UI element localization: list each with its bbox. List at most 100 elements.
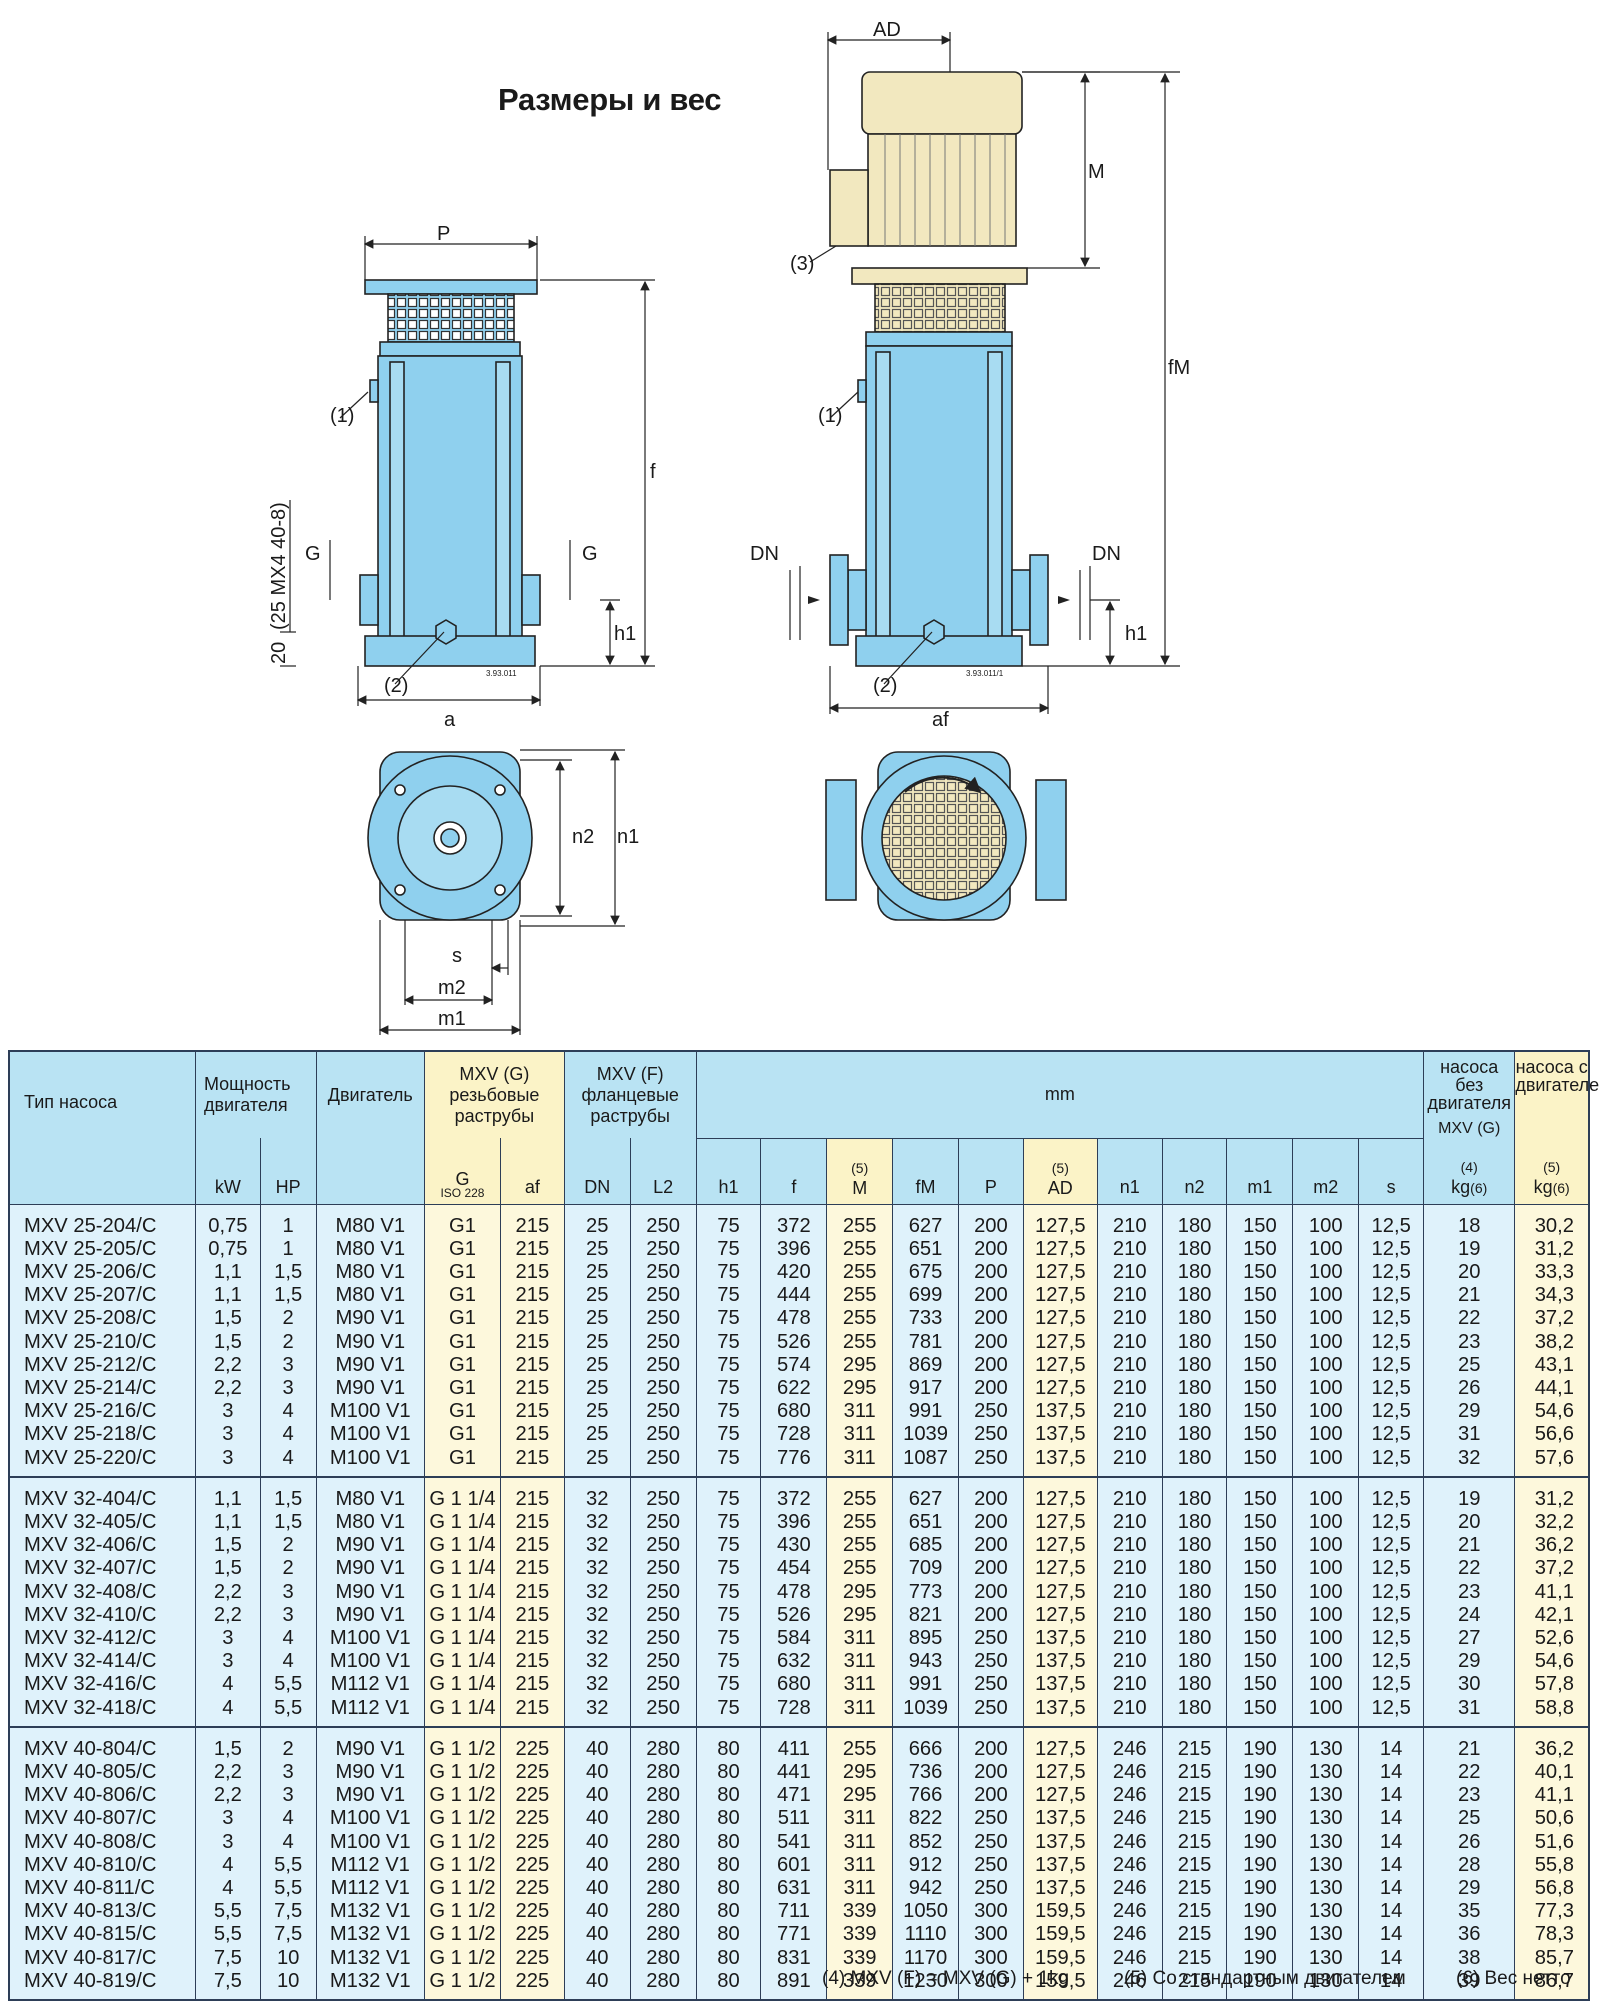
hdr-pump-type: Тип насоса <box>9 1051 196 1205</box>
table-cell-s: 12,5 12,5 12,5 12,5 12,5 12,5 12,5 12,5 … <box>1358 1204 1425 1477</box>
table-cell-m2: 100 100 100 100 100 100 100 100 100 100 … <box>1292 1204 1360 1477</box>
hdr-hp: HP <box>260 1138 317 1205</box>
dim-label-h1-left: h1 <box>614 623 636 645</box>
table-cell-g: G 1 1/2 G 1 1/2 G 1 1/2 G 1 1/2 G 1 1/2 … <box>424 1725 501 2000</box>
dim-label-n2: n2 <box>572 826 594 848</box>
hdr-n2: n2 <box>1162 1138 1228 1205</box>
table-cell-p: 200 200 200 200 200 200 200 200 250 250 … <box>958 1204 1024 1477</box>
hdr-m-note: (5) <box>851 1159 869 1176</box>
dim-label-20: 20 <box>268 642 290 664</box>
hdr-kg-with-note: (5) <box>1543 1158 1561 1175</box>
hdr-kg-wo-note: (4) <box>1460 1158 1478 1175</box>
dim-label-f: f <box>650 461 656 483</box>
table-cell-m1: 190 190 190 190 190 190 190 190 190 190 … <box>1226 1725 1294 2000</box>
hdr-power: Мощность двигателя <box>195 1051 317 1138</box>
page-title: Размеры и вес <box>498 82 722 117</box>
table-cell-m1: 150 150 150 150 150 150 150 150 150 150 … <box>1226 1204 1294 1477</box>
hdr-n1: n1 <box>1097 1138 1163 1205</box>
spec-table-wrapper: Тип насоса Мощность двигателя Двигатель … <box>8 1050 1600 2001</box>
pump-flanged-top-view <box>825 751 1067 921</box>
table-cell-motor: M90 V1 M90 V1 M90 V1 M100 V1 M100 V1 M11… <box>316 1725 425 2000</box>
table-cell-p: 200 200 200 200 200 200 250 250 250 250 <box>958 1475 1024 1727</box>
table-cell-motor: M80 V1 M80 V1 M80 V1 M80 V1 M90 V1 M90 V… <box>316 1204 425 1477</box>
table-cell-kw: 1,5 2,2 2,2 3 3 4 4 5,5 5,5 7,5 7,5 <box>195 1725 261 2000</box>
hdr-kg-wo: (4) kg(6) <box>1423 1138 1516 1205</box>
dim-label-n1: n1 <box>617 826 639 848</box>
hdr-ad-note: (5) <box>1051 1159 1069 1176</box>
table-cell-ad: 127,5 127,5 127,5 127,5 127,5 127,5 137,… <box>1023 1475 1098 1727</box>
footnote-5: (5) Со стандартным двигателем <box>1124 1968 1406 1989</box>
table-cell-af: 225 225 225 225 225 225 225 225 225 225 … <box>500 1725 565 2000</box>
table-cell-hp: 1,5 1,5 2 2 3 3 4 4 5,5 5,5 <box>260 1475 317 1727</box>
hdr-iso: ISO 228 <box>440 1185 485 1200</box>
table-row-group: MXV 32-404/C MXV 32-405/C MXV 32-406/C M… <box>9 1475 1590 1727</box>
table-cell-kg-with: 36,2 40,1 41,1 50,6 51,6 55,8 56,8 77,3 … <box>1514 1725 1590 2000</box>
hdr-kg-with-note6: (6) <box>1552 1179 1570 1196</box>
dim-label-m1: m1 <box>438 1008 466 1030</box>
table-cell-kg-wo: 18 19 20 21 22 23 25 26 29 31 32 <box>1423 1204 1516 1477</box>
footnote-6: (6) Вес нетто <box>1456 1968 1571 1989</box>
ref-1-left: (1) <box>330 405 354 427</box>
table-cell-f: 411 441 471 511 541 601 631 711 771 831 … <box>760 1725 828 2000</box>
spec-table-body: MXV 25-204/C MXV 25-205/C MXV 25-206/C M… <box>9 1204 1590 2000</box>
table-cell-dn: 25 25 25 25 25 25 25 25 25 25 25 <box>564 1204 631 1477</box>
hdr-g: G ISO 228 <box>424 1138 501 1205</box>
ref-2-left: (2) <box>384 675 408 697</box>
table-cell-ad: 127,5 127,5 127,5 127,5 127,5 127,5 127,… <box>1023 1204 1098 1477</box>
hdr-kg-with: (5) kg(6) <box>1514 1138 1590 1205</box>
table-cell-l2: 250 250 250 250 250 250 250 250 250 250 … <box>630 1204 697 1477</box>
spec-table: Тип насоса Мощность двигателя Двигатель … <box>8 1050 1600 2001</box>
table-cell-af: 215 215 215 215 215 215 215 215 215 215 … <box>500 1204 565 1477</box>
dim-label-h1-right: h1 <box>1125 623 1147 645</box>
table-cell-m2: 100 100 100 100 100 100 100 100 100 100 <box>1292 1475 1360 1727</box>
table-cell-fm: 627 651 685 709 773 821 895 943 991 1039 <box>892 1475 959 1727</box>
table-cell-s: 14 14 14 14 14 14 14 14 14 14 14 <box>1358 1725 1425 2000</box>
dim-label-P: P <box>437 223 450 245</box>
table-cell-fm: 627 651 675 699 733 781 869 917 991 1039… <box>892 1204 959 1477</box>
table-cell-m2: 130 130 130 130 130 130 130 130 130 130 … <box>1292 1725 1360 2000</box>
table-cell-g: G 1 1/4 G 1 1/4 G 1 1/4 G 1 1/4 G 1 1/4 … <box>424 1475 501 1727</box>
table-cell-n2: 180 180 180 180 180 180 180 180 180 180 <box>1162 1475 1228 1727</box>
table-cell-n2: 180 180 180 180 180 180 180 180 180 180 … <box>1162 1204 1228 1477</box>
table-cell-n2: 215 215 215 215 215 215 215 215 215 215 … <box>1162 1725 1228 2000</box>
table-cell-m1: 150 150 150 150 150 150 150 150 150 150 <box>1226 1475 1294 1727</box>
dim-label-s: s <box>452 945 462 967</box>
pump-threaded-top-view <box>367 751 533 921</box>
dim-label-af: af <box>932 709 949 731</box>
table-cell-type: MXV 40-804/C MXV 40-805/C MXV 40-806/C M… <box>9 1725 196 2000</box>
dim-label-G-right: G <box>582 543 598 565</box>
table-cell-dn: 32 32 32 32 32 32 32 32 32 32 <box>564 1475 631 1727</box>
dim-label-G-left: G <box>305 543 321 565</box>
dim-label-DN-right: DN <box>1092 543 1121 565</box>
ref-2-right: (2) <box>873 675 897 697</box>
hdr-m1: m1 <box>1226 1138 1294 1205</box>
hdr-mm: mm <box>696 1051 1425 1139</box>
table-cell-kg-wo: 19 20 21 22 23 24 27 29 30 31 <box>1423 1475 1516 1727</box>
dim-label-M: M <box>1088 161 1105 183</box>
table-cell-type: MXV 32-404/C MXV 32-405/C MXV 32-406/C M… <box>9 1475 196 1727</box>
hdr-kw: kW <box>195 1138 261 1205</box>
table-row-group: MXV 25-204/C MXV 25-205/C MXV 25-206/C M… <box>9 1204 1590 1477</box>
hdr-ad-label: AD <box>1047 1177 1073 1198</box>
dim-label-AD: AD <box>873 19 901 41</box>
hdr-wo-motor-label: насоса без двигателя <box>1427 1057 1512 1113</box>
table-cell-n1: 246 246 246 246 246 246 246 246 246 246 … <box>1097 1725 1163 2000</box>
table-cell-f: 372 396 420 444 478 526 574 622 680 728 … <box>760 1204 828 1477</box>
hdr-af: af <box>500 1138 565 1205</box>
table-cell-hp: 1 1 1,5 1,5 2 2 3 3 4 4 4 <box>260 1204 317 1477</box>
table-cell-f: 372 396 430 454 478 526 584 632 680 728 <box>760 1475 828 1727</box>
footnote-4: (4) MXV (F) = MXV (G) + 1kg <box>822 1968 1070 1989</box>
ref-3-right: (3) <box>790 253 814 275</box>
table-cell-h1: 75 75 75 75 75 75 75 75 75 75 <box>696 1475 762 1727</box>
pump-flanged-side-view <box>829 71 1049 667</box>
hdr-kg-wo-label: kg <box>1451 1176 1471 1197</box>
table-cell-m: 255 255 255 255 255 255 295 295 311 311 … <box>826 1204 894 1477</box>
table-cell-n1: 210 210 210 210 210 210 210 210 210 210 … <box>1097 1204 1163 1477</box>
hdr-dn: DN <box>564 1138 631 1205</box>
hdr-p: P <box>958 1138 1024 1205</box>
table-cell-hp: 2 3 3 4 4 5,5 5,5 7,5 7,5 10 10 <box>260 1725 317 2000</box>
dim-label-m2: m2 <box>438 977 466 999</box>
hdr-h1: h1 <box>696 1138 762 1205</box>
table-cell-kg-wo: 21 22 23 25 26 28 29 35 36 38 39 <box>1423 1725 1516 2000</box>
hdr-m2: m2 <box>1292 1138 1360 1205</box>
